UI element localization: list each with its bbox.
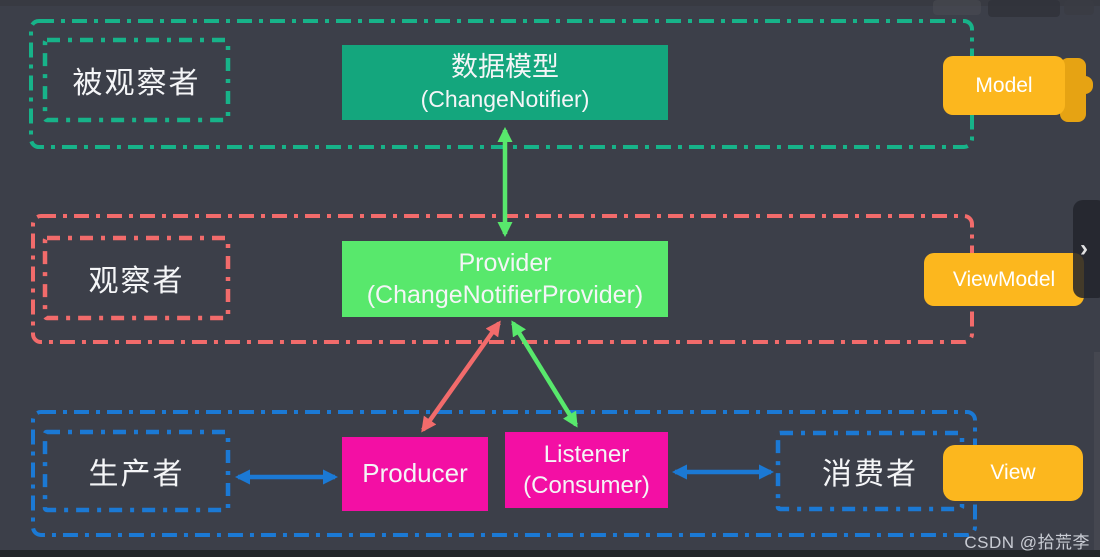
change-notifier-node: 数据模型 (ChangeNotifier) — [342, 45, 668, 120]
node-subtitle: (Consumer) — [523, 472, 650, 499]
bottom-edge-strip — [0, 550, 1100, 557]
producer-node: Producer — [342, 437, 488, 511]
toolbar-blur-shape — [988, 0, 1060, 17]
scrollbar[interactable] — [1094, 352, 1100, 557]
chevron-right-icon[interactable]: › — [1080, 235, 1088, 262]
node-title: Provider — [458, 248, 552, 277]
model-tag-bump — [1080, 76, 1093, 94]
model-tag: Model — [943, 56, 1065, 115]
provider-node: Provider (ChangeNotifierProvider) — [342, 241, 668, 317]
observer-label-border — [42, 235, 231, 321]
node-title: 数据模型 — [451, 52, 559, 82]
observable-label-border — [42, 37, 231, 123]
toolbar-blur-shape — [1064, 0, 1094, 15]
listener-node: Listener (Consumer) — [505, 432, 668, 508]
producer-label-border — [42, 429, 231, 513]
viewmodel-tag: ViewModel — [924, 253, 1084, 306]
producer-group-label: 生产者 — [88, 458, 185, 491]
node-title: Listener — [543, 440, 630, 468]
node-subtitle: (ChangeNotifierProvider) — [366, 281, 644, 309]
toolbar-blur-shape — [933, 0, 981, 15]
watermark: CSDN @拾荒李 — [964, 533, 1090, 552]
provider-producer-arrow — [421, 320, 501, 433]
observer-group-label: 观察者 — [88, 265, 185, 298]
provider-listener-arrow — [511, 320, 578, 428]
slide-panel[interactable]: › — [1073, 200, 1100, 298]
observable-group-label: 被观察者 — [72, 67, 201, 100]
view-tag: View — [943, 445, 1083, 501]
consumer-label-border — [775, 430, 965, 512]
top-edge-strip — [0, 0, 1100, 6]
consumer-group-label: 消费者 — [822, 458, 918, 491]
node-subtitle: (ChangeNotifier) — [420, 86, 590, 113]
